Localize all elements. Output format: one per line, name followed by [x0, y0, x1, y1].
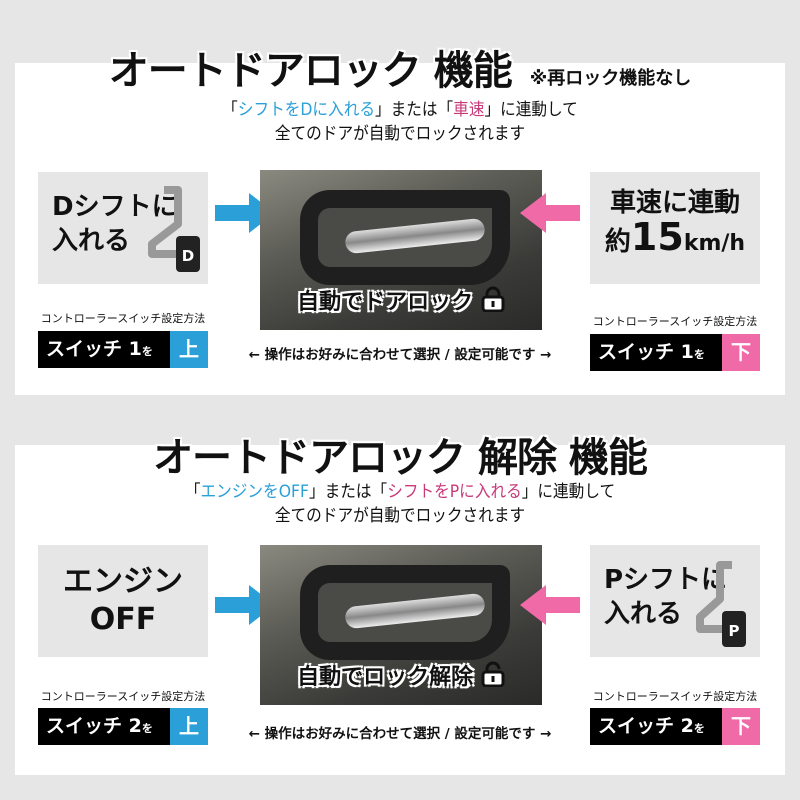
condition-shift-p: Pシフトに入れる P [590, 545, 760, 657]
arrow-left-pink-icon [520, 585, 580, 625]
switch2-down: スイッチ 2を下 [590, 708, 760, 745]
door-handle-photo-locked: 自動でドアロック [260, 170, 542, 330]
switch1-down: スイッチ 1を下 [590, 334, 760, 371]
section-title: オートドアロック 解除 機能 [153, 435, 648, 481]
section-title: オートドアロック 機能※再ロック機能なし [108, 48, 692, 94]
svg-text:P: P [729, 622, 740, 640]
door-handle-photo-unlocked: 自動でロック解除 [260, 545, 542, 705]
title-note: ※再ロック機能なし [529, 68, 692, 89]
switch1-up: スイッチ 1を上 [38, 331, 208, 368]
locked-padlock-icon [481, 286, 505, 313]
unlocked-padlock-icon [481, 661, 505, 688]
method-label: コントローラースイッチ設定方法 [592, 690, 758, 703]
method-label: コントローラースイッチ設定方法 [592, 315, 758, 328]
operation-note: ← 操作はお好みに合わせて選択 / 設定可能です → [248, 726, 552, 742]
method-label: コントローラースイッチ設定方法 [40, 312, 206, 325]
svg-text:D: D [182, 247, 194, 265]
section-subtitle: 「エンジンをOFF」または「シフトをPに入れる」に連動して全てのドアが自動でロッ… [184, 482, 616, 526]
condition-speed: 車速に連動 約15km/h [590, 172, 760, 284]
condition-shift-d: Dシフトに入れる D [38, 172, 208, 284]
operation-note: ← 操作はお好みに合わせて選択 / 設定可能です → [248, 347, 552, 363]
gear-shift-d-icon: D [148, 186, 200, 272]
arrow-left-pink-icon [520, 193, 580, 233]
section-subtitle: 「シフトをDに入れる」または「車速」に連動して全てのドアが自動でロックされます [222, 100, 578, 144]
gear-shift-p-icon: P [696, 561, 746, 647]
method-label: コントローラースイッチ設定方法 [40, 690, 206, 703]
switch2-up: スイッチ 2を上 [38, 708, 208, 745]
